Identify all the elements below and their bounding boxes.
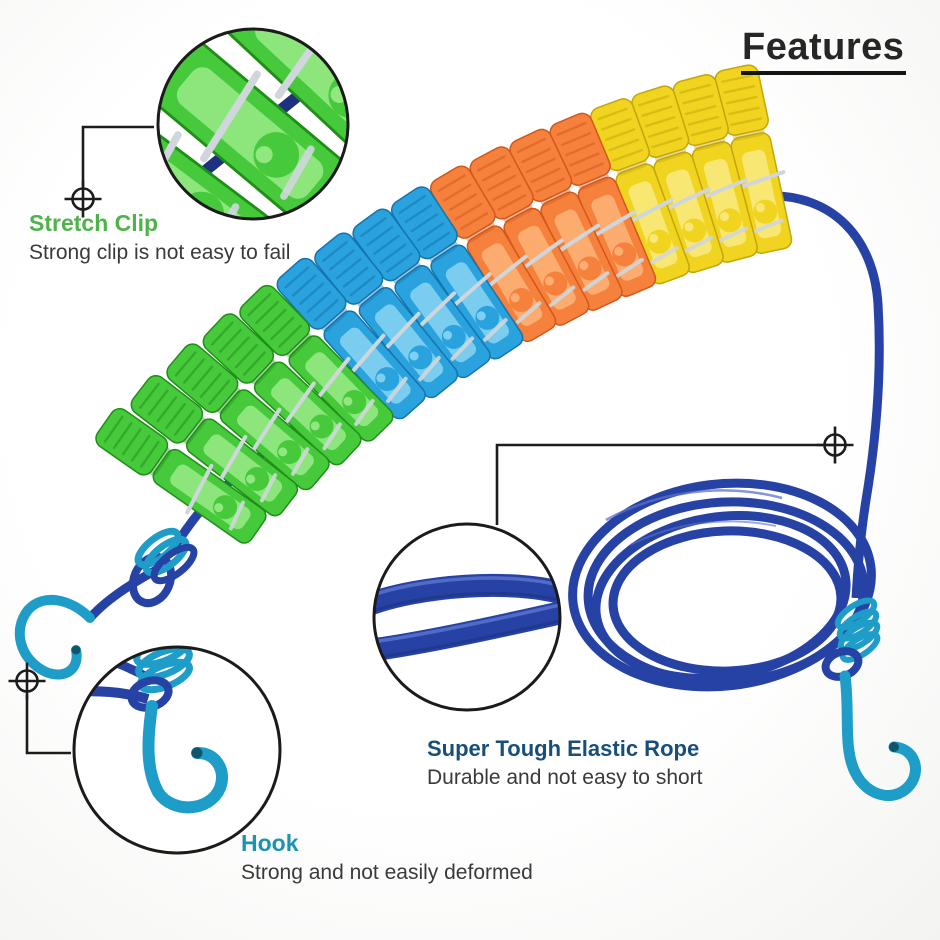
clothespins-row <box>95 64 793 544</box>
clothespin <box>239 284 394 442</box>
elastic-rope-title: Super Tough Elastic Rope <box>427 736 700 761</box>
callout-hook: Hook Strong and not easily deformed <box>241 830 533 887</box>
clothespin <box>352 208 491 379</box>
clothespin <box>202 313 362 466</box>
page-title: Features <box>741 28 907 75</box>
clothespin <box>714 64 793 255</box>
elastic-rope-subtitle: Durable and not easy to short <box>427 766 703 790</box>
hook-subtitle: Strong and not easily deformed <box>241 861 533 885</box>
leader-hook <box>25 695 71 755</box>
right-hook-assembly <box>821 597 921 801</box>
left-knot <box>128 527 198 608</box>
clothespin <box>631 85 724 274</box>
zoom-circle-rope <box>372 522 562 712</box>
crosshair-rope <box>816 426 854 464</box>
rope-coil <box>568 478 876 692</box>
callout-elastic-rope: Super Tough Elastic Rope Durable and not… <box>427 736 703 792</box>
callout-stretch-clip: Stretch Clip Strong clip is not easy to … <box>29 210 290 267</box>
left-hook <box>14 595 95 680</box>
zoom-circle-hook <box>72 645 282 855</box>
crosshair-stretch-clip <box>64 180 102 218</box>
clothespin <box>390 186 524 360</box>
clothespin <box>469 146 590 326</box>
clothespin <box>95 408 267 544</box>
clothespin <box>672 74 758 263</box>
hook-title: Hook <box>241 830 299 856</box>
leader-rope <box>495 443 835 525</box>
crosshair-hook <box>8 662 46 700</box>
clothespin <box>314 232 459 399</box>
stretch-clip-title: Stretch Clip <box>29 210 159 236</box>
clothespin <box>429 165 557 343</box>
clothespin <box>166 343 330 491</box>
right-hook <box>839 670 921 801</box>
stretch-clip-subtitle: Strong clip is not easy to fail <box>29 241 291 265</box>
clothespin <box>590 98 690 285</box>
clothespin <box>130 374 299 517</box>
leader-lines <box>25 125 835 755</box>
leader-stretch-clip <box>81 125 154 186</box>
